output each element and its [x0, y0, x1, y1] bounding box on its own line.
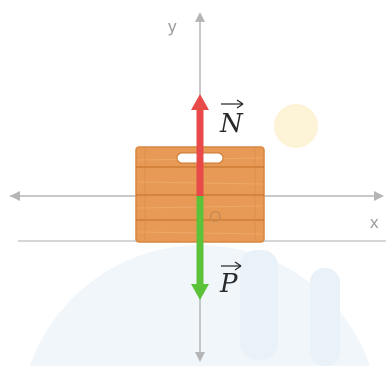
weight-force-label: P [219, 261, 242, 299]
origin-label: O [209, 209, 221, 226]
normal-force-vector [191, 94, 209, 196]
normal-force-label: N [219, 99, 244, 139]
svg-text:N: N [219, 109, 244, 139]
svg-text:P: P [219, 269, 238, 299]
x-axis-label: x [370, 213, 379, 232]
weight-force-vector [191, 196, 209, 300]
y-axis-label: y [168, 17, 177, 36]
